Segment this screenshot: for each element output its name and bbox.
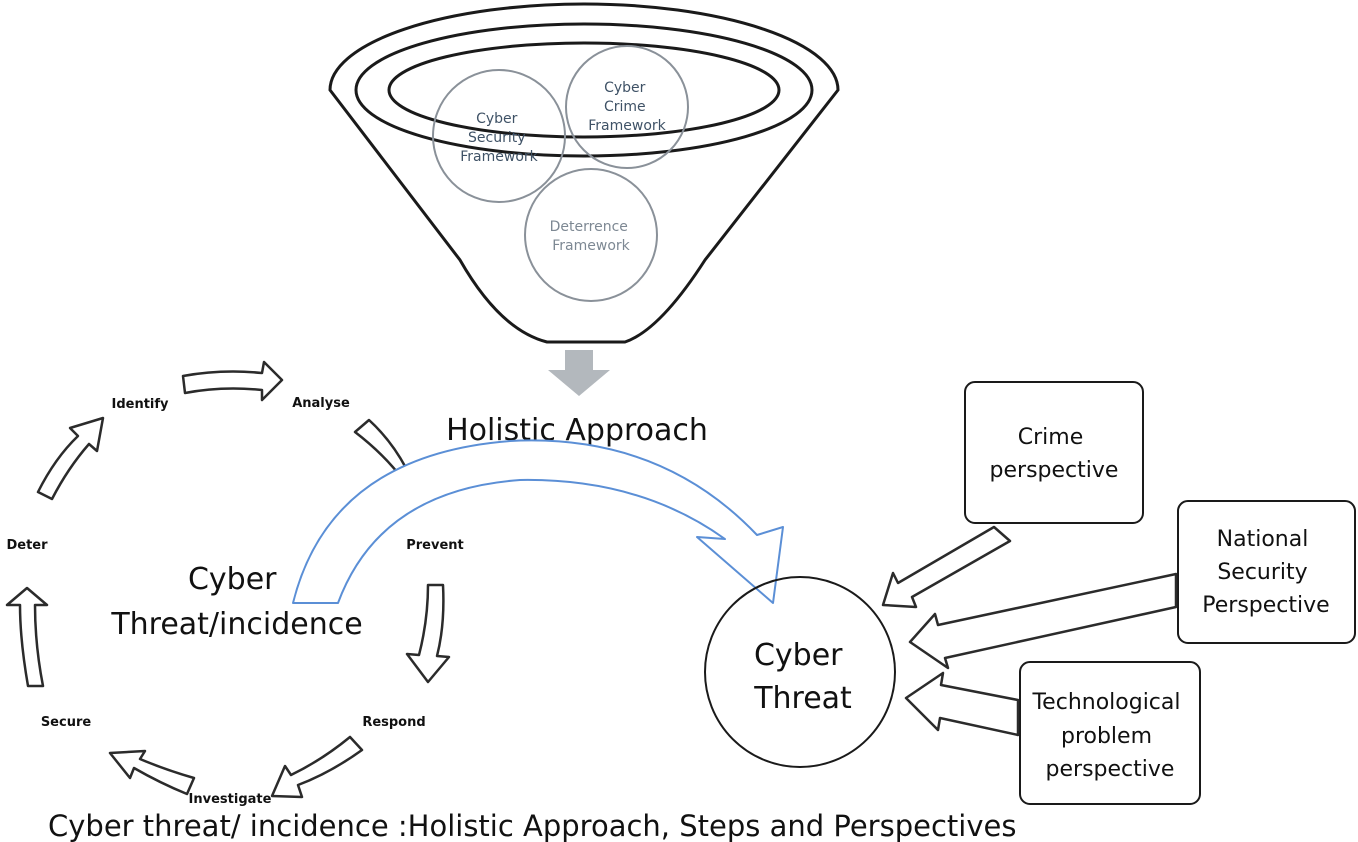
national-security-perspective-box — [1177, 500, 1356, 644]
arrow-secure-to-deter — [5, 586, 49, 688]
technological-perspective-box — [1019, 661, 1201, 805]
step-identify: Identify — [111, 397, 169, 412]
funnel-inner-ring — [387, 41, 781, 139]
cyber-threat-circle — [704, 576, 896, 768]
step-deter: Deter — [6, 538, 48, 553]
cycle-center-label: Cyber Threat/incidence — [110, 562, 362, 642]
national-security-perspective-label: National Security Perspective — [1202, 527, 1329, 618]
step-investigate: Investigate — [189, 792, 272, 807]
funnel-output-arrow — [548, 350, 610, 396]
cyber-threat-label: Cyber Threat — [753, 638, 852, 716]
cycle: Identify Analyse Prevent Respond Investi… — [5, 360, 464, 807]
arrow-crime-to-threat — [881, 525, 1012, 609]
arrow-national-to-threat — [908, 572, 1178, 670]
technological-perspective-label: Technological problem perspective — [1031, 690, 1187, 782]
funnel-outer-rim — [328, 2, 840, 344]
arrow-investigate-to-secure — [108, 749, 196, 796]
cyber-security-framework-label: Cyber Security Framework — [460, 111, 538, 165]
cyber-crime-framework-label: Cyber Crime Framework — [588, 80, 666, 134]
crime-perspective-label: Crime perspective — [990, 425, 1119, 483]
arrow-identify-to-analyse — [181, 360, 284, 402]
arrow-respond-to-investigate — [270, 735, 364, 799]
deterrence-framework-circle — [524, 168, 658, 302]
step-secure: Secure — [41, 715, 92, 730]
arrow-technological-to-threat — [904, 671, 1020, 737]
arrow-prevent-to-respond — [405, 583, 451, 684]
step-respond: Respond — [362, 715, 425, 730]
step-prevent: Prevent — [406, 538, 464, 553]
step-analyse: Analyse — [292, 396, 350, 411]
diagram-caption: Cyber threat/ incidence :Holistic Approa… — [48, 809, 1016, 842]
holistic-curved-arrow — [292, 439, 784, 604]
cyber-security-framework-circle — [432, 69, 566, 203]
arrow-deter-to-identify — [36, 416, 105, 501]
funnel: Cyber Security Framework Cyber Crime Fra… — [328, 2, 840, 344]
crime-perspective-box — [964, 381, 1144, 524]
deterrence-framework-label: Deterrence Framework — [550, 219, 633, 254]
funnel-middle-ring — [354, 22, 814, 158]
cyber-crime-framework-circle — [565, 45, 689, 169]
